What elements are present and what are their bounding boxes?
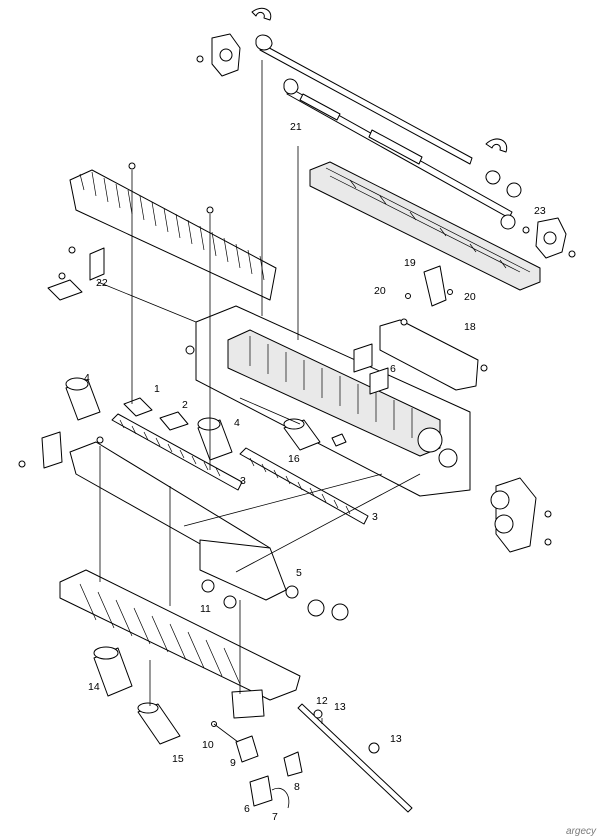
callout-13: 13	[334, 701, 346, 713]
callout-14: 14	[88, 681, 100, 693]
callout-20: 20	[374, 285, 386, 297]
callout-16: 16	[288, 453, 300, 465]
callout-10: 10	[202, 739, 214, 751]
callout-labels: 1 2 3 3 4 4 5 6 6 7 8 9 10 11 12 13 13 1…	[84, 121, 546, 823]
callout-19: 19	[404, 257, 416, 269]
callout-18: 18	[464, 321, 476, 333]
callout-6b: 6	[244, 803, 250, 815]
callout-7: 7	[272, 811, 278, 823]
rollers	[65, 377, 347, 461]
paper-guide-rail	[309, 161, 541, 291]
callout-3b: 3	[372, 511, 378, 523]
bottom-shaft-parts	[211, 703, 413, 813]
callout-15: 15	[172, 753, 184, 765]
main-frame-assembly	[185, 305, 471, 497]
callout-20b: 20	[464, 291, 476, 303]
callout-8: 8	[294, 781, 300, 793]
callout-2: 2	[182, 399, 188, 411]
upper-roller-shafts	[196, 7, 576, 259]
left-small-brackets	[47, 246, 105, 301]
leader-lines	[97, 60, 421, 743]
callout-23: 23	[534, 205, 546, 217]
right-gear-plate	[490, 477, 552, 553]
callout-4: 4	[84, 372, 90, 384]
lower-rollers	[93, 646, 181, 745]
callout-1: 1	[154, 383, 160, 395]
watermark-text: argecy	[565, 826, 596, 837]
callout-4b: 4	[234, 417, 240, 429]
callout-22: 22	[96, 277, 108, 289]
callout-9: 9	[230, 757, 236, 769]
callout-13b: 13	[390, 733, 402, 745]
callout-3: 3	[240, 475, 246, 487]
callout-6: 6	[390, 363, 396, 375]
upper-guide-comb	[69, 162, 277, 301]
feed-shafts	[111, 397, 369, 525]
callout-21: 21	[290, 121, 302, 133]
callout-5: 5	[296, 567, 302, 579]
callout-12: 12	[316, 695, 328, 707]
callout-11: 11	[200, 603, 211, 615]
sensor-brackets	[353, 265, 488, 395]
